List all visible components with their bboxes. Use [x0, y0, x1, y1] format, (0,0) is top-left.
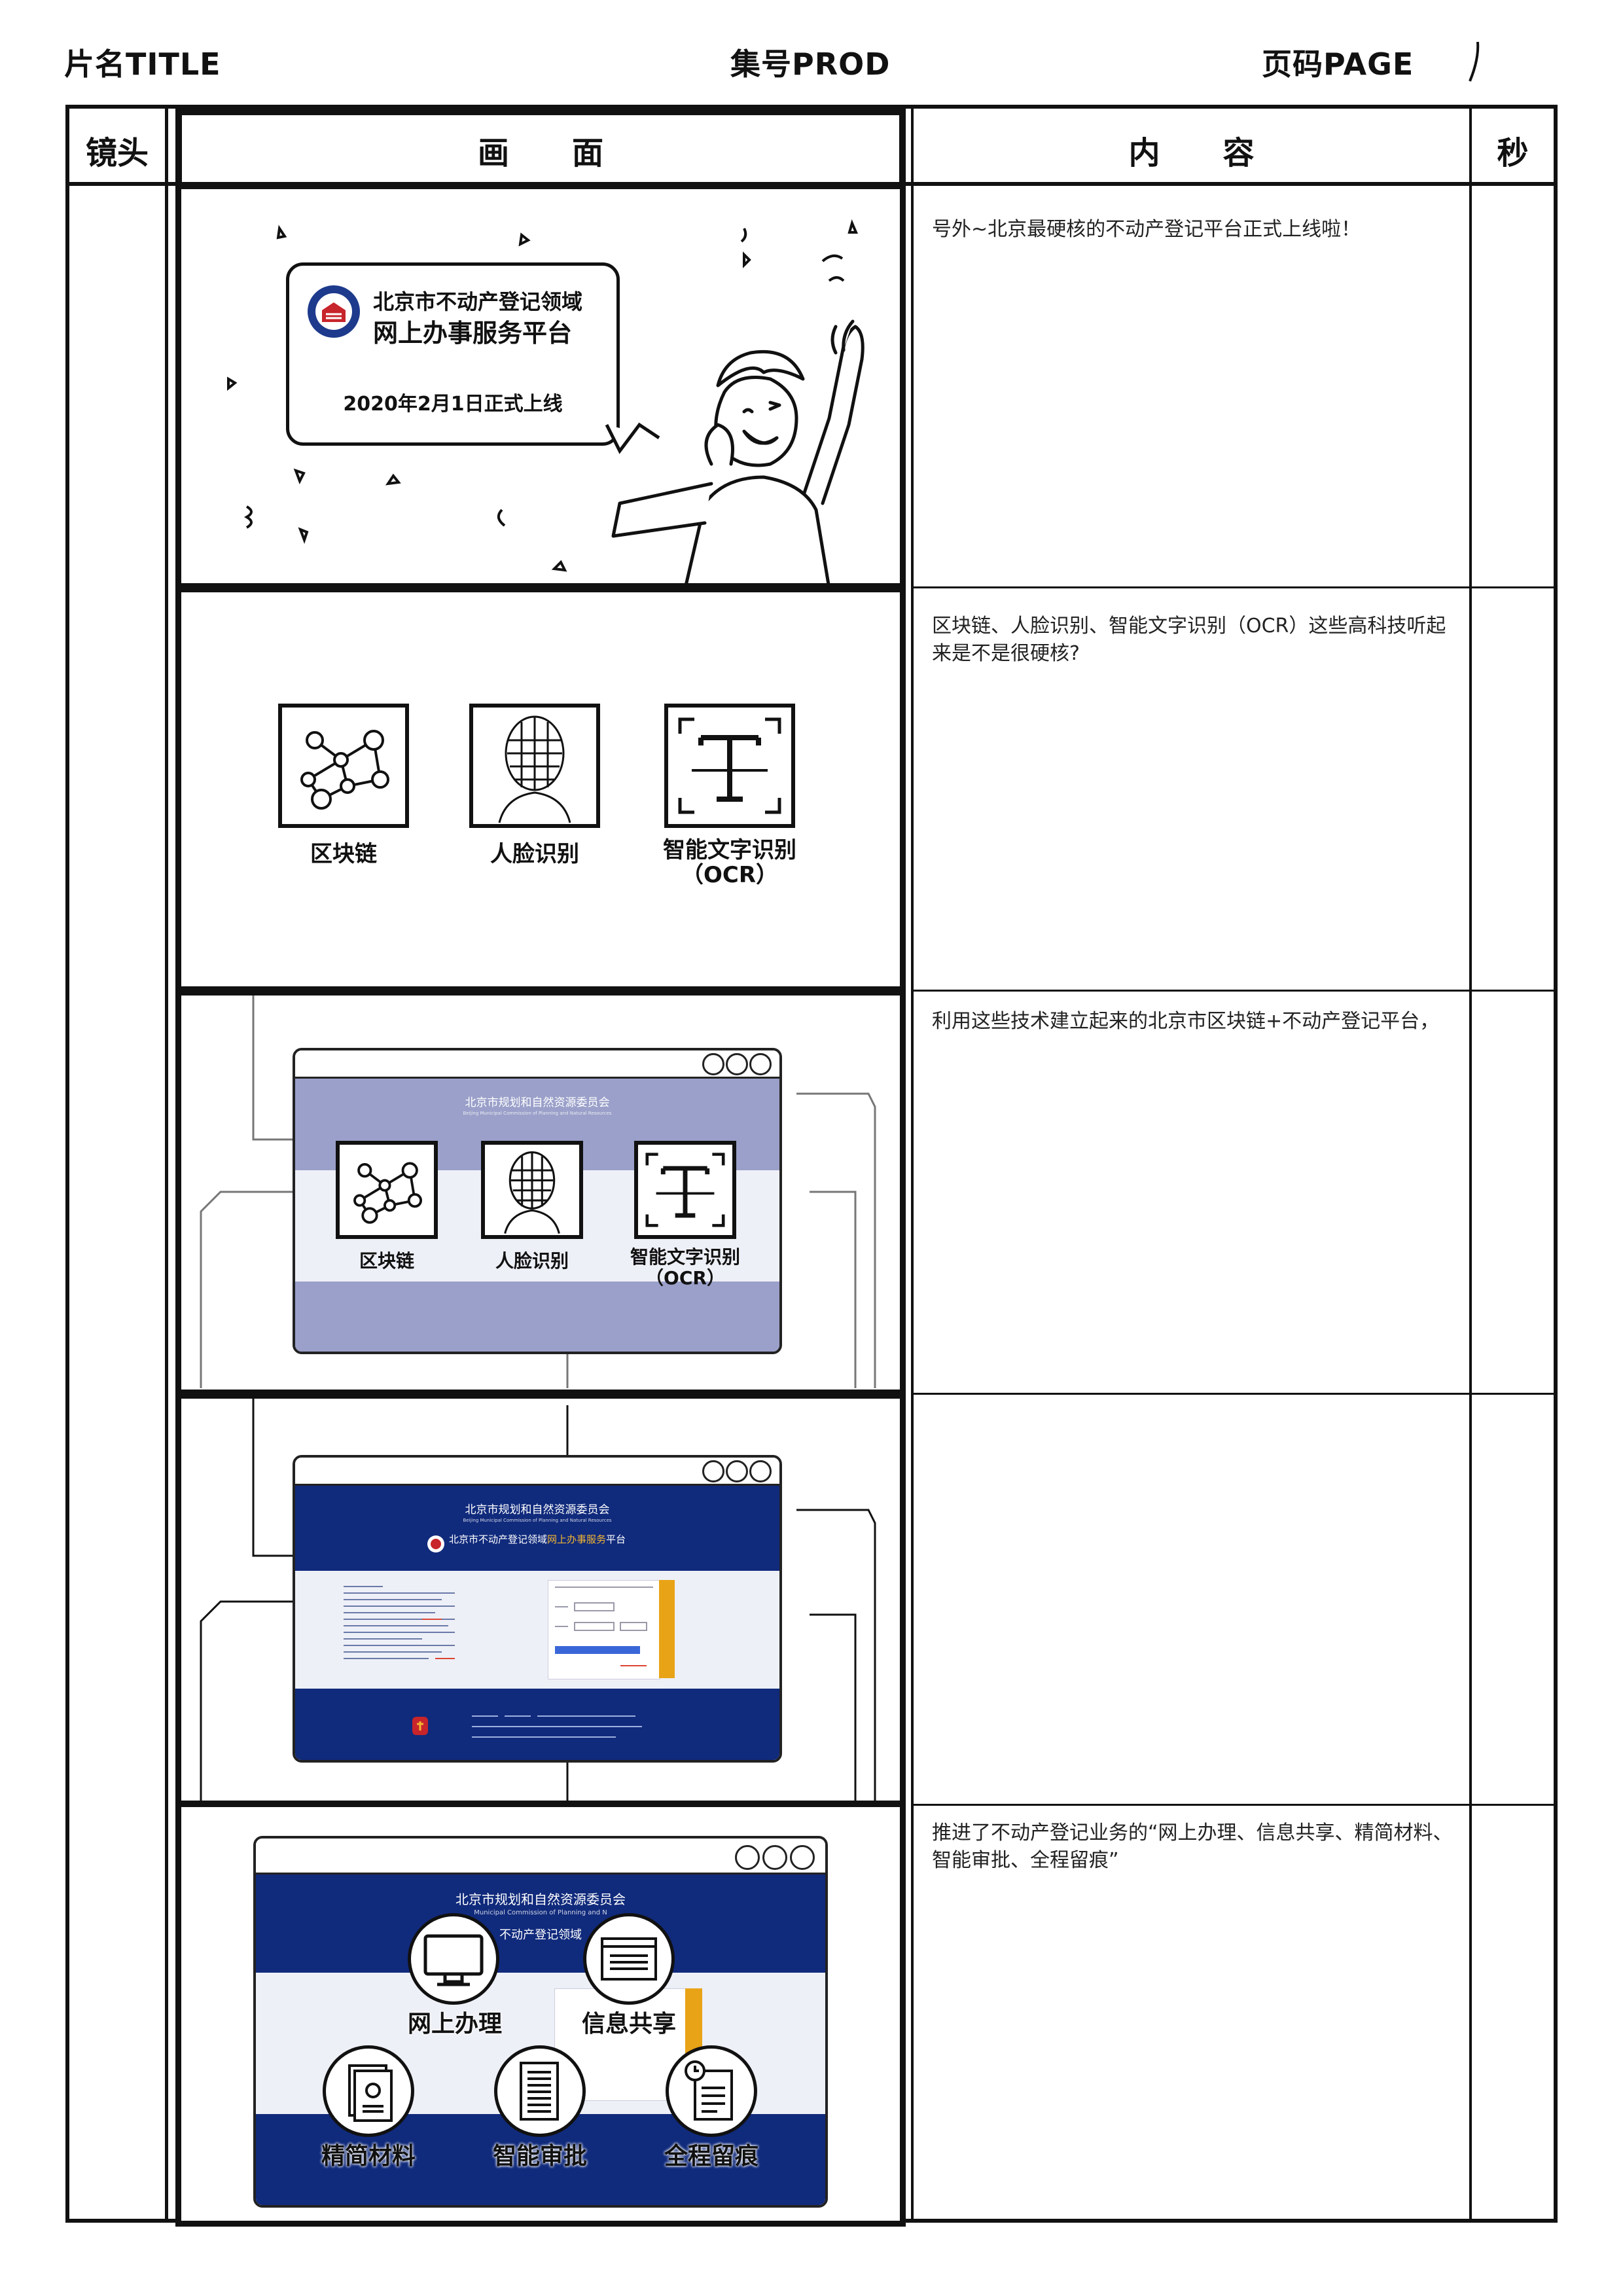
speech-bubble: 北京市不动产登记领域 网上办事服务平台 2020年2月1日正式上线: [286, 262, 620, 446]
scene3-panel: 北京市规划和自然资源委员会 Beijing Municipal Commissi…: [175, 990, 906, 1395]
window-button-icon[interactable]: [735, 1845, 760, 1870]
site-subtitle: 北京市不动产登记领域网上办事服务平台: [295, 1532, 779, 1546]
site-title-en: Beijing Municipal Commission of Planning…: [463, 1518, 612, 1523]
cable-lines: [200, 996, 876, 1388]
computer-icon: [408, 1913, 499, 2005]
feature-smart-approval-label: 智能审批: [492, 2143, 587, 2170]
site-title-en: Municipal Commission of Planning and N: [474, 1909, 607, 1916]
title-label: 片名TITLE: [64, 46, 221, 82]
page-number-stroke: [1469, 41, 1480, 82]
table-top-border: [65, 105, 1558, 109]
table-sec-divider: [1469, 105, 1472, 2223]
row-divider-4: [914, 1804, 1554, 1806]
real-estate-registration-logo-icon: [308, 285, 360, 338]
browser-titlebar: [256, 1839, 825, 1874]
cable-lines: [200, 1399, 876, 1801]
row-divider-3: [914, 1393, 1554, 1395]
face-recognition-label: 人脸识别: [495, 1250, 569, 1272]
site-subtitle-highlight: 网上办事服务: [546, 1534, 606, 1545]
column-content: 内 容: [1128, 135, 1255, 171]
scene1-content: 号外~北京最硬核的不动产登记平台正式上线啦！: [932, 218, 1361, 241]
ocr-text-icon: [664, 704, 795, 828]
window-button-icon[interactable]: [749, 1460, 772, 1482]
table-shot-divider: [165, 105, 168, 2223]
ocr-sub-label: （OCR）: [681, 862, 779, 888]
site-title: 北京市规划和自然资源委员会: [465, 1503, 610, 1516]
scene3-content: 利用这些技术建立起来的北京市区块链+不动产登记平台，: [932, 1010, 1440, 1033]
browser-titlebar: [295, 1050, 779, 1079]
blockchain-label: 区块链: [310, 841, 377, 867]
document-sharing-icon: [583, 1913, 675, 2005]
login-form[interactable]: [548, 1580, 660, 1679]
window-button-icon[interactable]: [726, 1053, 748, 1075]
site-header: 北京市规划和自然资源委员会 Beijing Municipal Commissi…: [295, 1486, 779, 1571]
site-title: 北京市规划和自然资源委员会: [455, 1892, 626, 1907]
face-recognition-icon: [481, 1141, 583, 1239]
face-recognition-label: 人脸识别: [490, 841, 579, 867]
bubble-tail: [605, 422, 660, 454]
scene5-panel: 北京市规划和自然资源委员会 Municipal Commission of Pl…: [175, 1801, 906, 2227]
table-content-left: [911, 105, 914, 2223]
window-button-icon[interactable]: [702, 1053, 724, 1075]
browser-titlebar: [295, 1458, 779, 1486]
feature-online-label: 网上办理: [407, 2011, 502, 2037]
scene4-browser-window: 北京市规划和自然资源委员会 Beijing Municipal Commissi…: [293, 1455, 782, 1763]
face-recognition-icon: [469, 704, 600, 828]
column-seconds: 秒: [1497, 135, 1529, 171]
platform-name-line1: 北京市不动产登记领域: [373, 289, 583, 314]
window-button-icon[interactable]: [726, 1460, 748, 1482]
site-header: 北京市规划和自然资源委员会 Municipal Commission of Pl…: [256, 1874, 825, 1973]
window-button-icon[interactable]: [762, 1845, 787, 1870]
blockchain-icon: [278, 704, 409, 828]
column-frame: 画 面: [477, 135, 603, 171]
ocr-label: 智能文字识别: [630, 1246, 740, 1268]
blockchain-label: 区块链: [359, 1250, 414, 1272]
feature-full-trace-label: 全程留痕: [664, 2143, 758, 2170]
feature-info-sharing-label: 信息共享: [581, 2011, 676, 2037]
blockchain-icon: [336, 1141, 438, 1239]
simplified-materials-icon: [323, 2045, 414, 2137]
frame-head-top: [175, 109, 906, 115]
smart-approval-icon: [494, 2045, 586, 2137]
login-side-tab[interactable]: [659, 1580, 675, 1678]
scene5-content: 推进了不动产登记业务的“网上办理、信息共享、精简材料、智能审批、全程留痕”: [932, 1821, 1453, 1872]
site-title-en: Beijing Municipal Commission of Planning…: [463, 1111, 612, 1116]
prod-label: 集号PROD: [730, 46, 891, 82]
scene1-panel: 北京市不动产登记领域 网上办事服务平台 2020年2月1日正式上线: [175, 183, 906, 589]
row-divider-2: [914, 990, 1554, 992]
table-left-border: [65, 105, 69, 2223]
site-title: 北京市规划和自然资源委员会: [465, 1096, 610, 1109]
confetti: [227, 219, 859, 572]
site-footer: [295, 1689, 779, 1760]
scene2-content: 区块链、人脸识别、智能文字识别（OCR）这些高科技听起来是不是很硬核?: [932, 615, 1446, 665]
site-logo-icon: [427, 1535, 444, 1552]
window-button-icon[interactable]: [749, 1053, 772, 1075]
site-footer-faded: [295, 1282, 779, 1352]
platform-name-line2: 网上办事服务平台: [373, 319, 573, 348]
site-subtitle: 不动产登记领域: [499, 1928, 582, 1942]
scene2-panel: 区块链 人脸识别 智能文字识别 （OCR）: [175, 586, 906, 992]
table-right-border: [1554, 105, 1558, 2223]
notice-text-block: [344, 1583, 468, 1677]
window-button-icon[interactable]: [702, 1460, 724, 1482]
ocr-sub-label: （OCR）: [645, 1267, 725, 1289]
site-subtitle-prefix: 北京市不动产登记领域: [448, 1534, 547, 1545]
process-record-icon: [666, 2045, 757, 2137]
feature-simplified-materials-label: 精简材料: [321, 2143, 416, 2170]
page-label: 页码PAGE: [1262, 46, 1414, 82]
cheering-man-illustration: [611, 319, 865, 583]
footer-emblem-icon: [412, 1717, 428, 1735]
ocr-text-icon: [634, 1141, 736, 1239]
site-body: [295, 1571, 779, 1689]
column-shot: 镜头: [85, 135, 149, 171]
launch-date: 2020年2月1日正式上线: [343, 393, 563, 416]
site-subtitle-suffix: 平台: [606, 1534, 626, 1545]
row-divider-1: [914, 586, 1554, 588]
scene4-panel: 北京市规划和自然资源委员会 Beijing Municipal Commissi…: [175, 1393, 906, 1806]
window-button-icon[interactable]: [790, 1845, 815, 1870]
ocr-label: 智能文字识别: [663, 837, 796, 863]
